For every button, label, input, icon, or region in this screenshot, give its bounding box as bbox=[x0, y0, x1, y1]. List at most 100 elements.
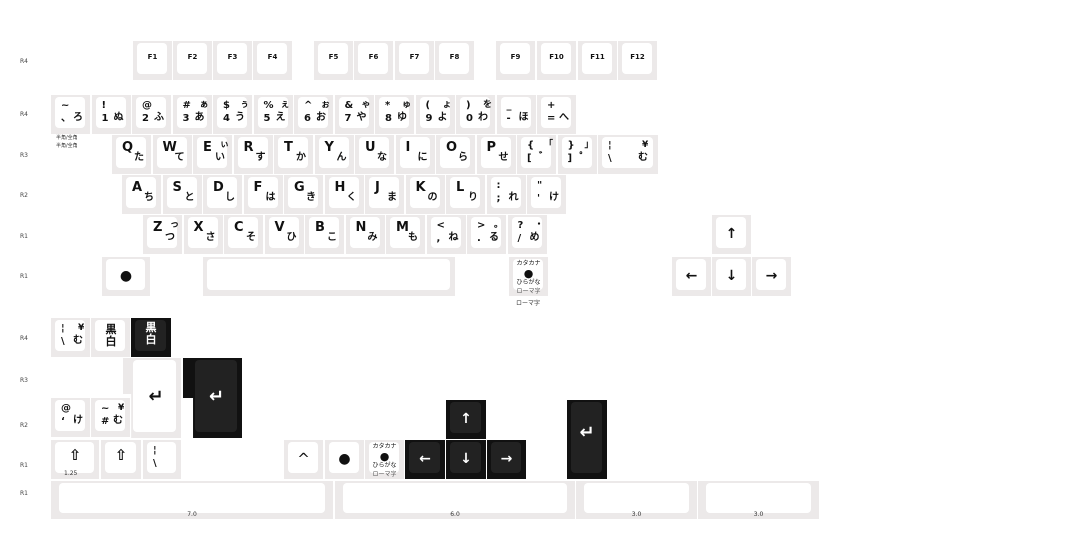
key-f3[interactable]: F3 bbox=[213, 41, 252, 80]
key-f9[interactable]: F9 bbox=[496, 41, 535, 80]
yen-key[interactable]: ¦¥\む bbox=[51, 318, 90, 357]
kana-key[interactable]: カタカナ●ひらがなローマ字 bbox=[509, 257, 548, 296]
enter-key[interactable]: ↵ bbox=[123, 358, 181, 438]
arrow-down-key-dark[interactable]: ↓ bbox=[446, 440, 486, 479]
key-letter[interactable]: >。.る bbox=[467, 215, 506, 254]
key-f10[interactable]: F10 bbox=[537, 41, 576, 80]
key-legend: ' bbox=[537, 193, 541, 204]
key-f6[interactable]: F6 bbox=[354, 41, 393, 80]
key-f11[interactable]: F11 bbox=[578, 41, 617, 80]
key-legend: ! bbox=[101, 100, 107, 111]
key-legend: ゛ bbox=[539, 152, 549, 163]
key-legend: G bbox=[294, 180, 305, 195]
dot-key[interactable]: ● bbox=[102, 257, 150, 296]
key-letter[interactable]: }」]゜ bbox=[557, 135, 597, 174]
arrow-left-key-dark[interactable]: ← bbox=[405, 440, 445, 479]
arrow-left-key[interactable]: ← bbox=[672, 257, 711, 296]
spacebar-3[interactable] bbox=[576, 481, 697, 519]
spacebar-2[interactable] bbox=[335, 481, 575, 519]
arrow-right-key[interactable]: → bbox=[752, 257, 791, 296]
key-letter[interactable]: "'け bbox=[527, 175, 566, 214]
key-number[interactable]: +=へ bbox=[537, 95, 576, 134]
arrow-up-key-dark[interactable]: ↑ bbox=[446, 400, 486, 439]
key-letter[interactable]: :;れ bbox=[486, 175, 526, 214]
kuro-shiro-key[interactable]: 黒白 bbox=[91, 318, 130, 357]
arrow-right-key-dark[interactable]: → bbox=[487, 440, 526, 479]
arrow-down-key[interactable]: ↓ bbox=[712, 257, 751, 296]
key-f1[interactable]: F1 bbox=[133, 41, 172, 80]
key-f2[interactable]: F2 bbox=[173, 41, 212, 80]
tilde-key[interactable]: ~¥#む bbox=[91, 398, 130, 437]
keycap-top bbox=[500, 43, 530, 74]
pipe-key[interactable]: ¦\ bbox=[143, 440, 181, 479]
spacebar-size-label: 3.0 bbox=[753, 511, 764, 518]
spacebar-1[interactable] bbox=[51, 481, 333, 519]
key-number[interactable]: _-ほ bbox=[496, 95, 536, 134]
enter-key-vertical-dark[interactable]: ↵ bbox=[567, 400, 607, 479]
keycap-top bbox=[338, 97, 369, 128]
key-f4[interactable]: F4 bbox=[253, 41, 292, 80]
caret-key[interactable]: ^ bbox=[284, 440, 323, 479]
key-letter[interactable]: <,ね bbox=[426, 215, 466, 254]
key-letter[interactable]: {「[゛ bbox=[517, 135, 556, 174]
keycap-top bbox=[622, 43, 652, 74]
key-number[interactable]: ~、ろ bbox=[51, 95, 90, 134]
shift-key-125[interactable]: ⇧ bbox=[51, 440, 99, 479]
kana-key[interactable]: カタカナ●ひらがなローマ字 bbox=[365, 440, 404, 479]
key-legend: ¦ bbox=[153, 445, 157, 456]
row-label: R2 bbox=[20, 192, 28, 199]
kuro-shiro-dark-key[interactable]: 黒白 bbox=[131, 318, 171, 357]
arrow-up-icon: ↑ bbox=[460, 411, 472, 427]
key-letter[interactable]: ¦¥\む bbox=[598, 135, 658, 174]
key-letter[interactable]: ?・/め bbox=[507, 215, 547, 254]
enter-key-dark[interactable]: ↵ bbox=[183, 358, 242, 438]
spacebar[interactable] bbox=[203, 257, 455, 296]
at-key[interactable]: @‘け bbox=[51, 398, 90, 437]
spacebar-4[interactable] bbox=[698, 481, 819, 519]
arrow-up-key[interactable]: ↑ bbox=[712, 215, 751, 254]
shift-key[interactable]: ⇧ bbox=[101, 440, 141, 479]
key-f8[interactable]: F8 bbox=[435, 41, 474, 80]
key-f5[interactable]: F5 bbox=[314, 41, 353, 80]
dot-key[interactable]: ● bbox=[325, 440, 364, 479]
keycap-top bbox=[207, 177, 237, 208]
key-f12[interactable]: F12 bbox=[618, 41, 657, 80]
key-f7[interactable]: F7 bbox=[395, 41, 434, 80]
